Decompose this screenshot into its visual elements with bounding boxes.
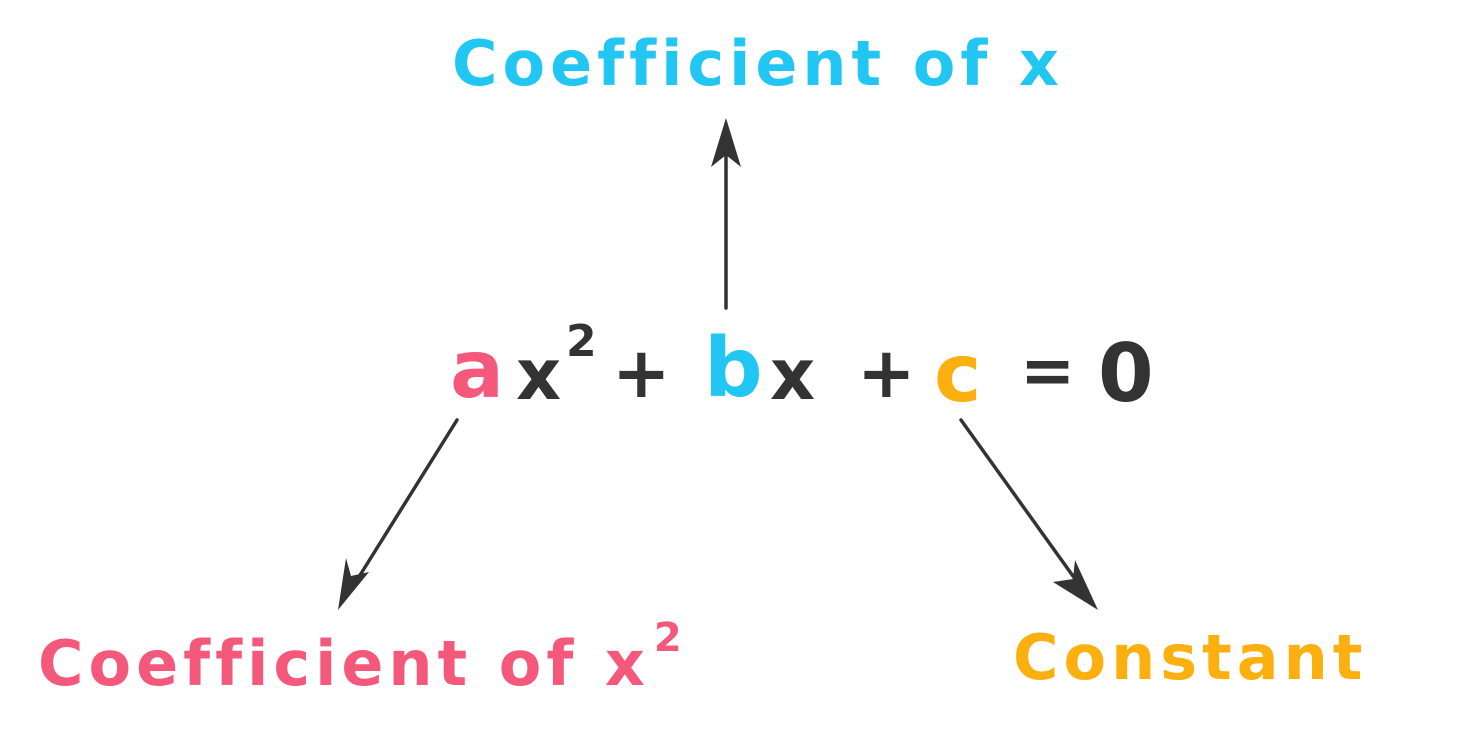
equation-zero: 0 (1098, 327, 1154, 420)
equation-term-c: c (934, 327, 982, 420)
arrow-b-to-coefficient-of-x (711, 118, 741, 310)
equation-plus-1: + (612, 332, 671, 414)
coefficient-of-x-squared-text: Coefficient of x (38, 627, 650, 700)
arrow-a-to-coefficient-of-x-squared (338, 418, 459, 610)
coefficient-of-x-squared-exponent: 2 (653, 615, 682, 661)
coefficient-of-x-label: Coefficient of x (452, 33, 1064, 95)
constant-text: Constant (1013, 621, 1368, 694)
arrow-c-to-constant (959, 418, 1098, 610)
equation-plus-2: + (857, 332, 916, 414)
equation-variable-x: x (770, 334, 816, 416)
coefficient-of-x-text: Coefficient of x (452, 27, 1064, 100)
equation-term-b: b (704, 321, 763, 416)
equation-variable-x-squared: x (516, 334, 562, 416)
equation-equals: = (1020, 332, 1076, 409)
equation-exponent-2: 2 (566, 316, 597, 367)
constant-label: Constant (1013, 627, 1367, 689)
equation-term-a: a (450, 323, 504, 416)
